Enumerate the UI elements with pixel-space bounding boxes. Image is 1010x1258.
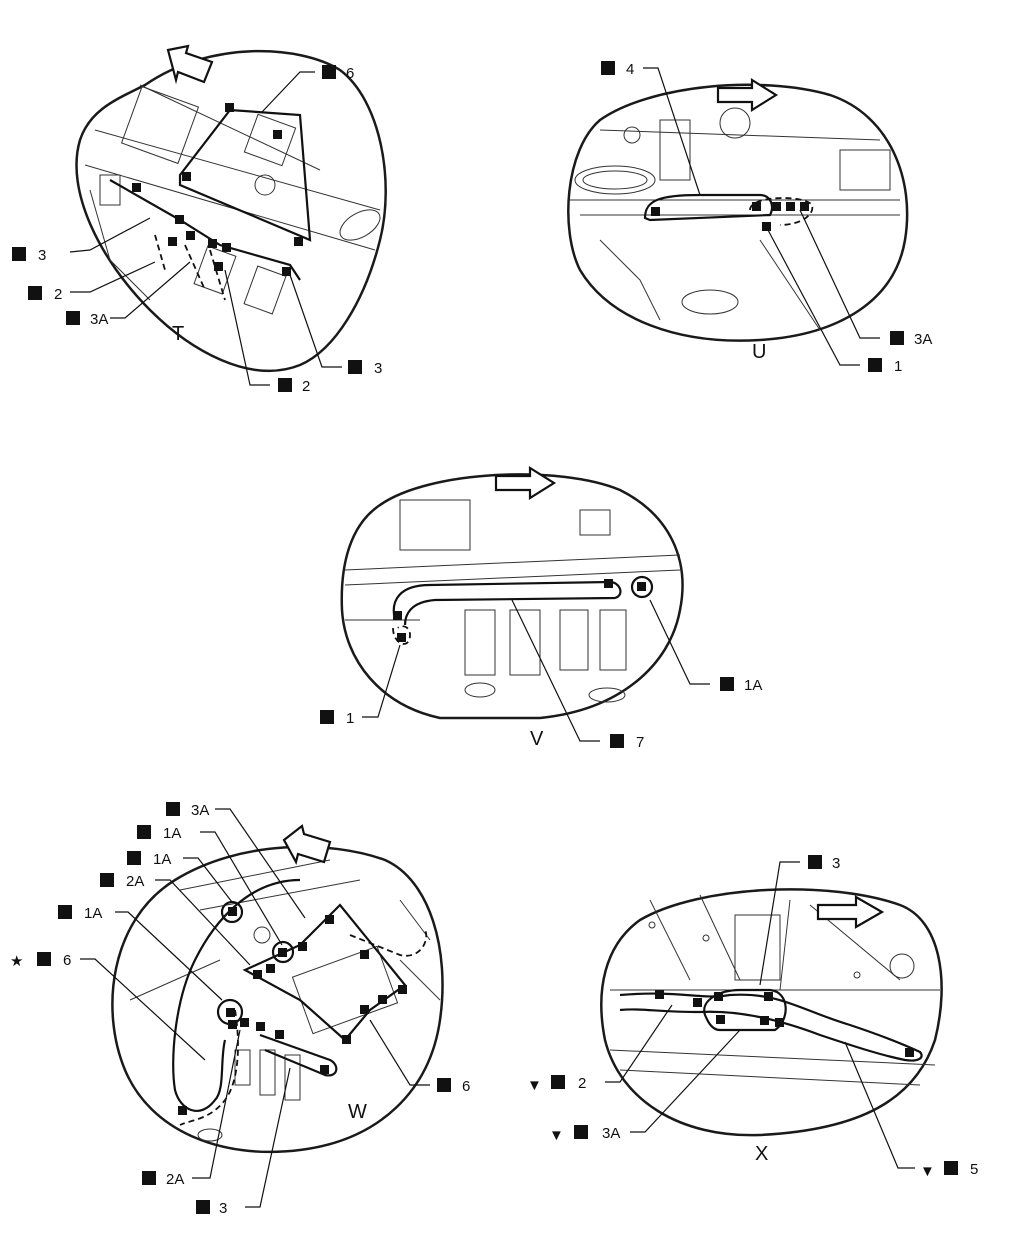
view-t-harness-dashed xyxy=(154,234,226,301)
view-u: 4 3A 1 U xyxy=(567,61,932,375)
view-t-outline xyxy=(75,49,387,373)
view-w: 3A 1A 1A 2A 1A ★ 6 6 2A 3 W xyxy=(10,802,470,1217)
view-x-triangle-icon-2: ▼ xyxy=(549,1127,564,1144)
view-w-callout-4: 2A xyxy=(126,873,144,890)
view-w-callout-2: 1A xyxy=(163,825,181,842)
view-x-callout-1: 3 xyxy=(832,855,840,872)
view-t-direction-arrow xyxy=(166,44,214,85)
view-v-clip-ring xyxy=(630,575,654,599)
view-t-letter: T xyxy=(172,323,184,345)
view-v-callout-3: 7 xyxy=(636,734,644,751)
view-w-callout-7: 6 xyxy=(462,1078,470,1095)
view-u-clips xyxy=(651,202,809,231)
view-x-harness xyxy=(619,992,923,1062)
view-v-body-panels xyxy=(344,499,681,703)
view-t-callout-1: 6 xyxy=(346,65,354,82)
view-u-callout-3: 1 xyxy=(894,358,902,375)
view-u-body-panels xyxy=(570,107,900,331)
view-v-harness-dashed xyxy=(392,625,411,645)
view-w-callout-8: 2A xyxy=(166,1171,184,1188)
view-t-leaders xyxy=(69,71,342,386)
view-t-callout-4: 3A xyxy=(90,311,108,328)
view-w-harness-dashed xyxy=(179,929,428,1126)
view-v-letter: V xyxy=(530,728,544,750)
view-w-outline xyxy=(111,845,444,1154)
view-w-callout-1: 3A xyxy=(191,802,209,819)
view-w-callout-6: 6 xyxy=(63,952,71,969)
view-x-letter: X xyxy=(755,1143,768,1165)
view-w-direction-arrow xyxy=(282,824,332,866)
view-w-star-icon: ★ xyxy=(10,953,23,970)
view-u-harness xyxy=(643,193,774,222)
view-w-body-panels xyxy=(129,859,441,1142)
view-t-harness-main xyxy=(178,108,312,242)
view-w-leaders xyxy=(80,808,430,1208)
view-t-clips xyxy=(132,103,303,276)
view-u-harness-dashed xyxy=(749,197,814,226)
view-u-callout-1: 4 xyxy=(626,61,634,78)
view-x-triangle-icon-1: ▼ xyxy=(527,1077,542,1094)
view-w-letter: W xyxy=(348,1101,367,1123)
view-t-callout-5: 2 xyxy=(302,378,310,395)
view-t-callout-2: 3 xyxy=(38,247,46,264)
view-u-direction-arrow xyxy=(716,78,779,112)
view-v: 1A 1 7 V xyxy=(320,466,762,751)
view-w-callout-3: 1A xyxy=(153,851,171,868)
view-v-direction-arrow xyxy=(494,466,557,500)
view-t-harness-lower xyxy=(109,179,301,281)
view-x-outline xyxy=(600,888,943,1137)
view-u-callout-2: 3A xyxy=(914,331,932,348)
view-x: 3 ▼ 2 ▼ 3A ▼ 5 X xyxy=(527,855,978,1180)
view-x-callout-4: 5 xyxy=(970,1161,978,1178)
view-w-harness-right xyxy=(242,903,407,1042)
view-v-callout-1: 1A xyxy=(744,677,762,694)
view-w-callout-9: 3 xyxy=(219,1200,227,1217)
view-t-callout-3: 2 xyxy=(54,286,62,303)
view-t: 6 3 2 3A 2 3 T xyxy=(12,44,387,395)
view-v-leaders xyxy=(362,599,710,742)
view-v-outline xyxy=(340,473,684,720)
view-u-outline xyxy=(567,83,909,342)
view-v-harness xyxy=(392,580,622,626)
view-t-body-panels xyxy=(84,84,381,315)
view-w-harness-lower xyxy=(259,1033,338,1077)
view-u-leaders xyxy=(643,67,880,366)
view-x-triangle-icon-3: ▼ xyxy=(920,1163,935,1180)
view-v-clips xyxy=(393,579,646,642)
view-t-callout-6: 3 xyxy=(374,360,382,377)
view-x-leaders xyxy=(605,861,915,1169)
view-v-callout-2: 1 xyxy=(346,710,354,727)
view-x-clips xyxy=(655,990,914,1057)
view-w-clip-ring-3 xyxy=(271,940,295,964)
view-w-callout-5: 1A xyxy=(84,905,102,922)
view-w-clips xyxy=(178,907,407,1115)
view-x-callout-2: 2 xyxy=(578,1075,586,1092)
view-u-letter: U xyxy=(752,341,766,363)
view-x-direction-arrow xyxy=(816,895,885,929)
view-x-callout-3: 3A xyxy=(602,1125,620,1142)
